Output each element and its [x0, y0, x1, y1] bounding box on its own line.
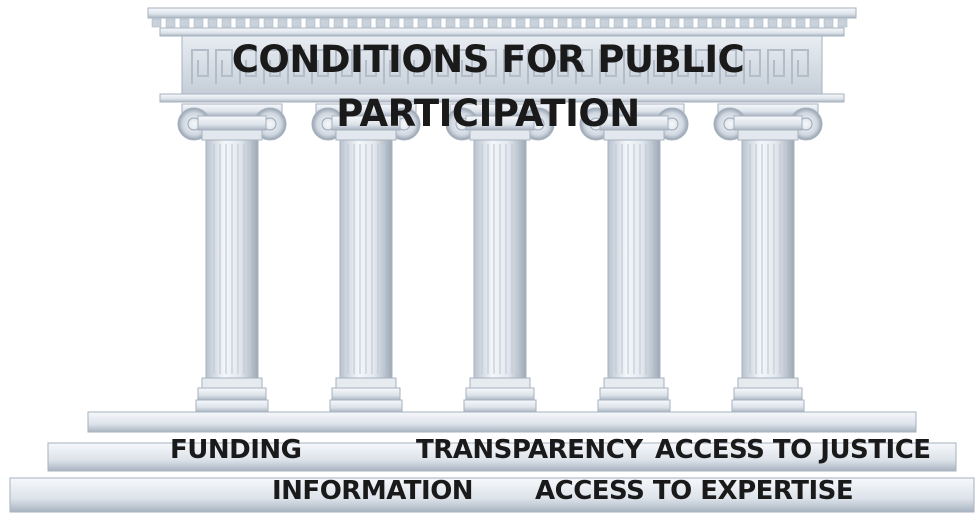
pillar [311, 103, 421, 413]
step-label-access-to-justice: ACCESS TO JUSTICE [655, 435, 931, 465]
step-label-transparency: TRANSPARENCY [416, 435, 643, 465]
step-label-funding: FUNDING [170, 435, 302, 465]
step-label-access-to-expertise: ACCESS TO EXPERTISE [535, 476, 854, 506]
pillar [445, 103, 555, 413]
pillar [177, 103, 287, 413]
columns [177, 103, 823, 413]
entablature [147, 7, 857, 103]
steps [9, 411, 975, 513]
pillar [713, 103, 823, 413]
title-line-1: CONDITIONS FOR PUBLIC [231, 38, 745, 81]
step-label-information: INFORMATION [272, 476, 474, 506]
title-line-2: PARTICIPATION [336, 92, 640, 135]
pillar [579, 103, 689, 413]
